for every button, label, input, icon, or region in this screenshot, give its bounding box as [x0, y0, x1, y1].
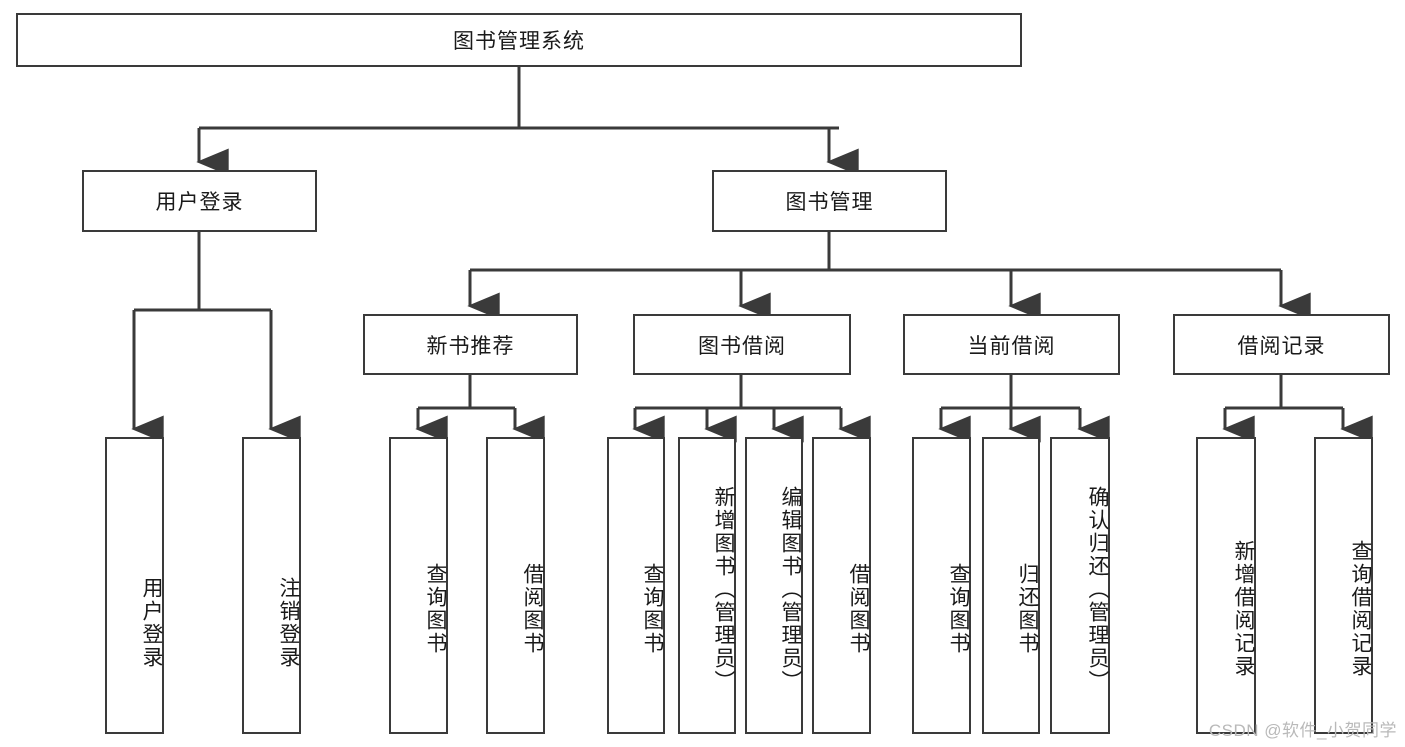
node-borrow-record[interactable]: 借阅记录 [1173, 314, 1390, 375]
leaf-logout-login[interactable]: 注销登录 [242, 437, 301, 734]
node-label: 图书借阅 [698, 334, 786, 358]
node-label: 查询图书 [641, 562, 664, 655]
node-label: 查询图书 [947, 562, 970, 655]
leaf-query-borrow-record[interactable]: 查询借阅记录 [1314, 437, 1373, 734]
leaf-query-book-recommend[interactable]: 查询图书 [389, 437, 448, 734]
node-label: 借阅图书 [521, 562, 544, 655]
node-label: 确认归还（管理员） [1086, 486, 1109, 693]
node-book-management[interactable]: 图书管理 [712, 170, 947, 232]
leaf-query-book-borrow[interactable]: 查询图书 [607, 437, 665, 734]
leaf-user-login[interactable]: 用户登录 [105, 437, 164, 734]
leaf-add-borrow-record[interactable]: 新增借阅记录 [1196, 437, 1256, 734]
csdn-watermark: CSDN @软件_小贺同学 [1208, 721, 1397, 740]
node-label: 归还图书 [1016, 562, 1039, 655]
node-book-borrow[interactable]: 图书借阅 [633, 314, 851, 375]
node-label: 查询借阅记录 [1349, 539, 1372, 678]
node-label: 用户登录 [155, 191, 244, 214]
leaf-add-book-admin[interactable]: 新增图书（管理员） [678, 437, 736, 734]
leaf-return-book[interactable]: 归还图书 [982, 437, 1040, 734]
node-label: 借阅图书 [847, 562, 870, 655]
node-label: 新增图书（管理员） [712, 486, 735, 693]
node-label: 图书管理 [785, 191, 874, 214]
node-label: 图书管理系统 [453, 30, 585, 53]
leaf-edit-book-admin[interactable]: 编辑图书（管理员） [745, 437, 803, 734]
node-label: 借阅记录 [1237, 334, 1326, 358]
leaf-confirm-return-admin[interactable]: 确认归还（管理员） [1050, 437, 1110, 734]
node-label: 新增借阅记录 [1232, 539, 1255, 678]
node-label: 编辑图书（管理员） [779, 486, 802, 693]
node-label: 当前借阅 [967, 334, 1056, 358]
leaf-borrow-book[interactable]: 借阅图书 [812, 437, 871, 734]
node-label: 查询图书 [424, 562, 447, 655]
node-new-book-recommend[interactable]: 新书推荐 [363, 314, 578, 375]
node-label: 新书推荐 [426, 334, 515, 358]
node-current-borrow[interactable]: 当前借阅 [903, 314, 1120, 375]
node-book-management-system[interactable]: 图书管理系统 [16, 13, 1022, 67]
leaf-query-book-current[interactable]: 查询图书 [912, 437, 971, 734]
node-label: 用户登录 [140, 576, 163, 669]
node-user-login[interactable]: 用户登录 [82, 170, 317, 232]
node-label: 注销登录 [277, 576, 300, 669]
leaf-borrow-book-recommend[interactable]: 借阅图书 [486, 437, 545, 734]
